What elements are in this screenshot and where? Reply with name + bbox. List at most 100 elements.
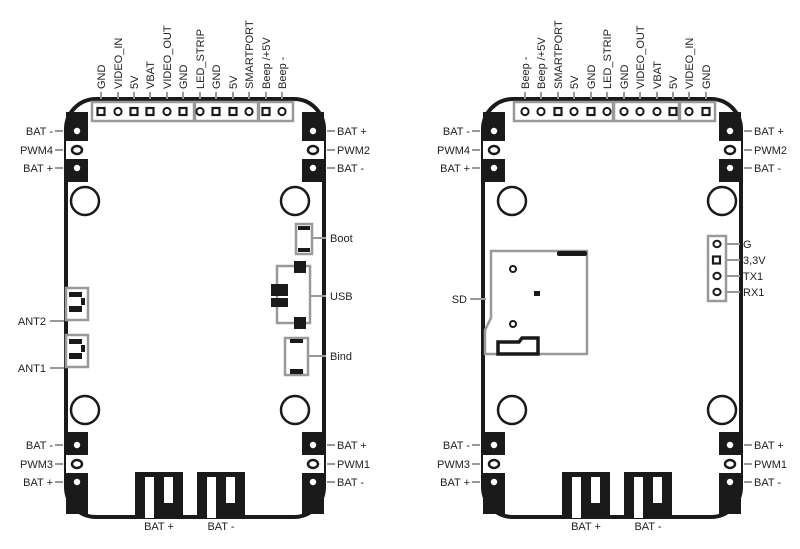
header-pin-label: 5V bbox=[228, 75, 240, 89]
battery-pad-body bbox=[624, 472, 672, 517]
header-pin-square bbox=[261, 106, 271, 117]
pad-label: PWM2 bbox=[337, 145, 370, 157]
pad-label: BAT + bbox=[337, 126, 367, 138]
pwm-pad bbox=[306, 458, 320, 470]
sd-marker bbox=[534, 291, 540, 296]
header-pin-label: GND bbox=[178, 65, 190, 90]
battery-pad-gap bbox=[591, 477, 600, 503]
header-pin-round bbox=[244, 106, 254, 117]
header-outline bbox=[257, 100, 295, 123]
uart-pin-round bbox=[712, 271, 722, 281]
mounting-hole bbox=[496, 394, 528, 426]
header-pin-round bbox=[652, 106, 662, 117]
solder-pad bbox=[726, 164, 734, 172]
usb-pad bbox=[294, 317, 306, 329]
header-pin-square bbox=[211, 106, 221, 117]
uart-pin-label: G bbox=[743, 239, 752, 251]
pad-label: BAT - bbox=[754, 477, 781, 489]
solder-pad bbox=[73, 478, 81, 486]
bind-contact bbox=[290, 369, 303, 374]
pad-label: BAT + bbox=[440, 163, 470, 175]
header-pin-label: Beep /+5V bbox=[261, 37, 273, 89]
battery-pad-gap bbox=[634, 477, 643, 518]
header-outline bbox=[512, 100, 615, 123]
mounting-hole bbox=[279, 185, 311, 217]
pad-label: BAT - bbox=[337, 477, 364, 489]
solder-pad bbox=[490, 127, 498, 135]
header-pin-square bbox=[178, 106, 188, 117]
header-pin-label: LED_STRIP bbox=[602, 29, 614, 89]
header-pin-label: Beep - bbox=[520, 56, 532, 89]
header-pin-label: SMARTPORT bbox=[244, 20, 256, 89]
solder-pad bbox=[490, 164, 498, 172]
boot-contact bbox=[298, 248, 310, 252]
boot-button-outline bbox=[294, 222, 314, 256]
header-pin-label: VIDEO_IN bbox=[684, 38, 696, 89]
usb-label: USB bbox=[330, 291, 353, 303]
usb-pad bbox=[271, 284, 288, 296]
pad-label: BAT - bbox=[443, 440, 470, 452]
header-pin-round bbox=[602, 106, 612, 117]
header-pin-label: LED_STRIP bbox=[195, 29, 207, 89]
header-pin-square bbox=[228, 106, 238, 117]
battery-pad-gap bbox=[164, 477, 173, 503]
pwm-pad bbox=[70, 144, 84, 156]
header-pin-label: VBAT bbox=[145, 61, 157, 89]
pad-label: BAT - bbox=[26, 440, 53, 452]
boot-label: Boot bbox=[330, 233, 353, 245]
header-pin-label: 5V bbox=[129, 75, 141, 89]
battery-pad-gap bbox=[207, 477, 216, 518]
pad-label: PWM1 bbox=[337, 459, 370, 471]
battery-pad-label: BAT + bbox=[144, 521, 174, 533]
header-pin-label: Beep - bbox=[277, 56, 289, 89]
uart-pin-square bbox=[711, 255, 722, 265]
battery-pad bbox=[624, 472, 672, 518]
header-pin-label: Beep /+5V bbox=[536, 37, 548, 89]
mounting-hole bbox=[496, 185, 528, 217]
uart-pin-label: RX1 bbox=[743, 287, 764, 299]
header-pin-label: GND bbox=[96, 65, 108, 90]
solder-pad bbox=[309, 478, 317, 486]
pad-label: PWM4 bbox=[437, 145, 470, 157]
battery-pad bbox=[135, 472, 183, 518]
pad-label: BAT + bbox=[23, 163, 53, 175]
pwm-pad bbox=[723, 458, 737, 470]
antenna-contact bbox=[69, 353, 82, 359]
battery-pad-label: BAT + bbox=[571, 521, 601, 533]
uart-pin-label: 3,3V bbox=[743, 255, 766, 267]
pad-label: BAT - bbox=[26, 126, 53, 138]
header-pin-label: GND bbox=[586, 65, 598, 90]
solder-pad bbox=[490, 478, 498, 486]
battery-pad-label: BAT - bbox=[207, 521, 234, 533]
pad-label: PWM2 bbox=[754, 145, 787, 157]
pad-label: BAT - bbox=[443, 126, 470, 138]
header-pin-round bbox=[619, 106, 629, 117]
battery-pad-gap bbox=[653, 477, 662, 503]
solder-pad bbox=[309, 441, 317, 449]
sd-label: SD bbox=[452, 294, 467, 306]
solder-pad bbox=[73, 164, 81, 172]
pad-label: BAT - bbox=[754, 163, 781, 175]
header-pin-label: 5V bbox=[569, 75, 581, 89]
bind-button-outline bbox=[283, 336, 310, 377]
header-pin-square bbox=[145, 106, 155, 117]
sd-slot-contact bbox=[557, 251, 587, 256]
header-pin-label: VIDEO_OUT bbox=[635, 25, 647, 89]
pwm-pad bbox=[487, 144, 501, 156]
sd-latch bbox=[496, 336, 540, 356]
solder-pad bbox=[490, 441, 498, 449]
pad-label: PWM1 bbox=[754, 459, 787, 471]
header-pin-round bbox=[195, 106, 205, 117]
usb-pad bbox=[294, 261, 306, 273]
solder-pad bbox=[73, 441, 81, 449]
battery-pad-gap bbox=[572, 477, 581, 518]
uart-pin-round bbox=[712, 239, 722, 249]
header-pin-square bbox=[129, 106, 139, 117]
board-outline bbox=[64, 97, 326, 519]
pad-label: BAT + bbox=[23, 477, 53, 489]
battery-pad-label: BAT - bbox=[634, 521, 661, 533]
header-pin-label: SMARTPORT bbox=[553, 20, 565, 89]
